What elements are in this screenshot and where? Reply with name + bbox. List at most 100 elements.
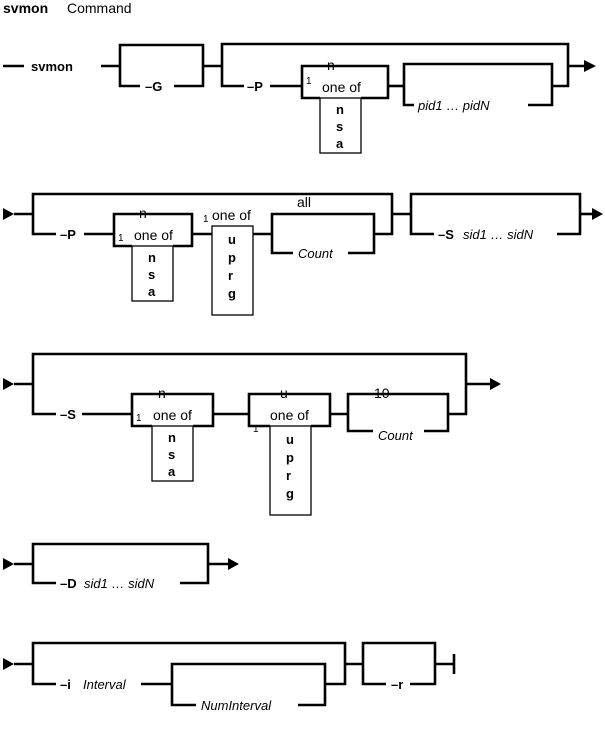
syntax-row-5: –i Interval NumInterval –r — [3, 641, 456, 713]
choice-a-row3: a — [168, 464, 176, 479]
choice-box-nsa-row3 — [151, 425, 194, 482]
one-of-label-1-row3: one of — [153, 407, 192, 423]
pid-branch-line — [402, 86, 414, 107]
default-all-label: all — [297, 194, 311, 210]
repeat-count: 1 — [306, 76, 312, 87]
s2-branch-return — [557, 214, 582, 236]
choice-box-nsa — [319, 97, 362, 154]
one-of-label-2-row2: one of — [212, 207, 251, 223]
numinterval-bypass-line — [170, 662, 327, 684]
count-branch-return — [348, 234, 376, 255]
one-of-label-1-row2: one of — [134, 227, 173, 243]
repeat-count-2-row2: 1 — [203, 214, 209, 225]
choice-s: s — [336, 119, 343, 134]
default-n-label: n — [327, 57, 335, 73]
p-group-return — [552, 66, 570, 88]
p-choice-branch — [300, 86, 320, 100]
s2-branch-line — [409, 214, 434, 236]
p2-bypass-line — [31, 192, 394, 214]
diagram-title: svmon Command — [3, 0, 132, 16]
continue-in-arrow-icon-row3 — [3, 378, 14, 390]
p2-choice1-default-line — [112, 212, 194, 234]
pid-list: pid1 … pidN — [417, 98, 490, 113]
s3-choice1-default-line — [130, 392, 215, 414]
choice-box-nsa-row2 — [131, 245, 174, 302]
option-G: –G — [145, 79, 162, 94]
option-P: –P — [247, 79, 263, 94]
count-label-row3: Count — [378, 428, 414, 443]
default-n-label-row2: n — [139, 205, 147, 221]
repeat-count-1-row2: 1 — [118, 233, 124, 244]
s2-bypass-line — [409, 192, 582, 214]
choice-n: n — [336, 102, 344, 117]
sid-list-row4: sid1 … sidN — [84, 576, 155, 591]
title-command: svmon — [3, 0, 48, 16]
pid-bypass-line — [402, 62, 554, 86]
continue-arrow-icon-row3 — [490, 378, 501, 390]
command-name: svmon — [31, 59, 73, 74]
count-branch-line-row3 — [346, 414, 373, 433]
p-choice-return — [361, 86, 390, 100]
r-bypass-line — [361, 641, 437, 664]
i-group-return — [325, 664, 347, 686]
choice-p-row3: p — [286, 450, 294, 465]
one-of-label: one of — [322, 79, 361, 95]
r-branch-return — [410, 664, 437, 686]
s3-bypass-line — [31, 352, 468, 384]
pid-branch-return — [528, 86, 554, 107]
p-branch-line — [220, 66, 244, 88]
continue-arrow-icon-row4 — [228, 558, 239, 570]
choice-box-uprg-row2 — [211, 225, 254, 316]
continue-in-arrow-icon-row5 — [3, 658, 14, 670]
g-branch-return — [174, 66, 205, 88]
count-branch-line — [270, 234, 293, 255]
option-P-row2: –P — [60, 227, 76, 242]
d-branch-line — [31, 564, 56, 585]
choice-s-row3: s — [168, 447, 175, 462]
continue-in-arrow-icon-row4 — [3, 558, 14, 570]
choice-box-uprg-row3 — [269, 425, 312, 516]
option-S-row2: –S — [438, 227, 454, 242]
choice-r-row3: r — [286, 468, 291, 483]
continue-arrow-icon-row2 — [592, 208, 603, 220]
s3-branch-line — [31, 384, 56, 416]
syntax-row-4: –D sid1 … sidN — [3, 542, 239, 591]
p2-group-return — [374, 214, 394, 236]
s3-choice1-return — [193, 414, 215, 428]
choice-a: a — [336, 136, 344, 151]
choice-u-row2: u — [228, 232, 236, 247]
default-u-label-row3: u — [280, 385, 288, 401]
choice-u-row3: u — [286, 432, 294, 447]
d-branch-return — [180, 564, 210, 585]
sid-list-row2: sid1 … sidN — [463, 227, 534, 242]
choice-g-row2: g — [228, 286, 236, 301]
p2-branch-line — [31, 214, 56, 236]
option-i: –i — [60, 677, 71, 692]
count-label-row2: Count — [298, 246, 334, 261]
title-suffix: Command — [67, 0, 132, 16]
option-r: –r — [391, 677, 403, 692]
default-n-label-row3: n — [158, 385, 166, 401]
s3-choice1-branch — [130, 414, 152, 428]
syntax-row-3: –S n 1 one of n s a u 1 one of u p r g 1… — [3, 352, 501, 516]
s3-group-return — [448, 384, 468, 416]
option-S-row3: –S — [60, 407, 76, 422]
syntax-row-1: svmon –G –P n 1 one of n s a pid1 … pidN — [3, 42, 596, 154]
choice-r-row2: r — [228, 268, 233, 283]
choice-n-row2: n — [148, 250, 156, 265]
choice-g-row3: g — [286, 486, 294, 501]
i-branch-line — [31, 664, 56, 686]
numinterval-param: NumInterval — [201, 698, 272, 713]
choice-s-row2: s — [148, 267, 155, 282]
i-bypass-line — [31, 641, 347, 664]
syntax-row-2: –P n 1 one of n s a 1 one of u p r g all… — [3, 192, 603, 316]
continue-arrow-icon — [584, 60, 596, 72]
s3-choice2-branch — [247, 414, 270, 428]
interval-param: Interval — [83, 677, 127, 692]
s3-choice2-default-line — [247, 392, 332, 414]
repeat-count-2-row3: 1 — [253, 424, 259, 435]
r-branch-line — [361, 664, 386, 686]
choice-p-row2: p — [228, 250, 236, 265]
p2-choice1-return — [173, 234, 194, 248]
